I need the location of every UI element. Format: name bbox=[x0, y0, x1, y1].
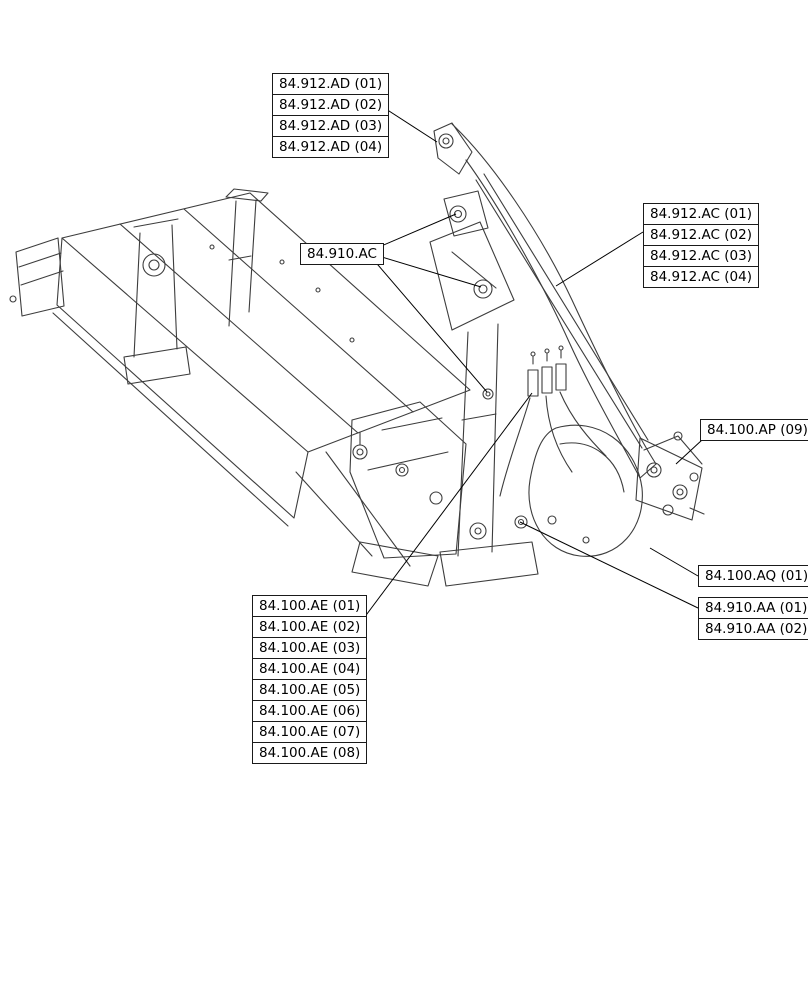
callout-group-84-100-aq: 84.100.AQ (01) bbox=[698, 565, 808, 587]
callout-84-100-ap-09[interactable]: 84.100.AP (09) bbox=[700, 419, 808, 441]
callout-84-100-aq-01[interactable]: 84.100.AQ (01) bbox=[698, 565, 808, 587]
callout-group-84-100-ap: 84.100.AP (09) bbox=[700, 419, 808, 441]
control-valve-block bbox=[499, 345, 607, 497]
callout-84-100-ae-02[interactable]: 84.100.AE (02) bbox=[252, 616, 368, 638]
callout-84-912-ad-01[interactable]: 84.912.AD (01) bbox=[272, 73, 390, 95]
callout-84-100-ae-03[interactable]: 84.100.AE (03) bbox=[252, 637, 368, 659]
callout-84-100-ae-06[interactable]: 84.100.AE (06) bbox=[252, 700, 368, 722]
callout-84-100-ae-08[interactable]: 84.100.AE (08) bbox=[252, 742, 368, 764]
callout-84-910-aa-01[interactable]: 84.910.AA (01) bbox=[698, 597, 808, 619]
callout-group-84-910-aa: 84.910.AA (01) 84.910.AA (02) bbox=[698, 597, 808, 640]
callout-84-100-ae-05[interactable]: 84.100.AE (05) bbox=[252, 679, 368, 701]
callout-group-84-912-ac: 84.912.AC (01) 84.912.AC (02) 84.912.AC … bbox=[643, 203, 759, 288]
backhoe-boom bbox=[429, 122, 657, 587]
callout-84-910-ac[interactable]: 84.910.AC bbox=[300, 243, 384, 265]
bucket-and-coupler bbox=[528, 424, 705, 557]
callout-84-912-ac-02[interactable]: 84.912.AC (02) bbox=[643, 224, 759, 246]
callout-84-912-ad-03[interactable]: 84.912.AD (03) bbox=[272, 115, 390, 137]
callout-group-84-912-ad: 84.912.AD (01) 84.912.AD (02) 84.912.AD … bbox=[272, 73, 390, 158]
chassis-frame bbox=[9, 188, 471, 587]
callout-84-912-ac-03[interactable]: 84.912.AC (03) bbox=[643, 245, 759, 267]
callout-84-910-aa-02[interactable]: 84.910.AA (02) bbox=[698, 618, 808, 640]
leader-lines bbox=[351, 99, 703, 635]
callout-84-912-ad-02[interactable]: 84.912.AD (02) bbox=[272, 94, 390, 116]
callout-84-100-ae-07[interactable]: 84.100.AE (07) bbox=[252, 721, 368, 743]
callout-group-84-910-ac: 84.910.AC bbox=[300, 243, 384, 265]
callout-84-912-ac-04[interactable]: 84.912.AC (04) bbox=[643, 266, 759, 288]
callout-84-912-ac-01[interactable]: 84.912.AC (01) bbox=[643, 203, 759, 225]
callout-84-100-ae-04[interactable]: 84.100.AE (04) bbox=[252, 658, 368, 680]
callout-group-84-100-ae: 84.100.AE (01) 84.100.AE (02) 84.100.AE … bbox=[252, 595, 368, 764]
callout-84-912-ad-04[interactable]: 84.912.AD (04) bbox=[272, 136, 390, 158]
callout-84-100-ae-01[interactable]: 84.100.AE (01) bbox=[252, 595, 368, 617]
